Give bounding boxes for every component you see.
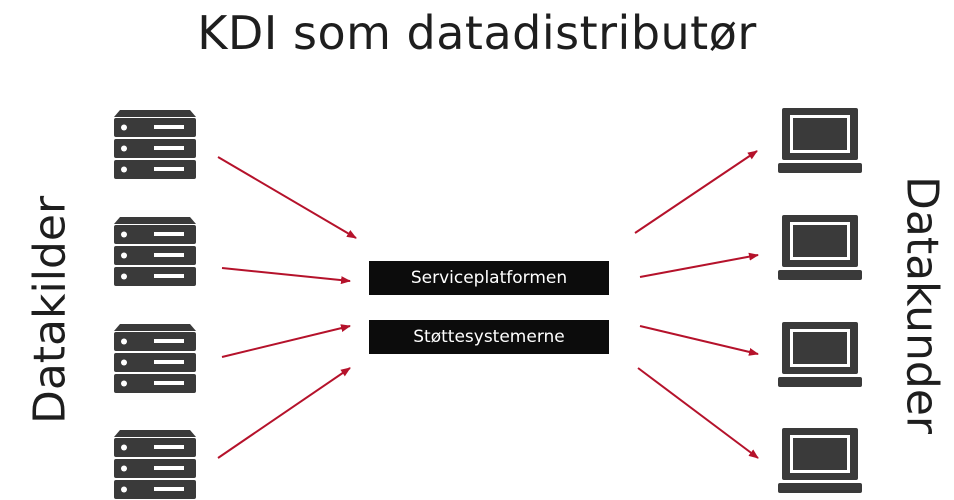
arrow-source-3 bbox=[221, 324, 351, 358]
laptop-icon bbox=[778, 428, 862, 493]
server-icon bbox=[114, 110, 196, 179]
server-icon bbox=[114, 430, 196, 499]
diagram-title: KDI som datadistributør bbox=[197, 6, 757, 60]
arrow-consumer-3 bbox=[639, 325, 759, 356]
arrow-consumer-2 bbox=[639, 252, 759, 278]
arrow-consumer-1 bbox=[634, 150, 758, 234]
arrow-source-4 bbox=[217, 367, 351, 459]
laptop-icon bbox=[778, 215, 862, 280]
arrow-source-1 bbox=[217, 156, 357, 239]
server-icon bbox=[114, 324, 196, 393]
laptop-icon bbox=[778, 108, 862, 173]
laptop-icon bbox=[778, 322, 862, 387]
server-icon bbox=[114, 217, 196, 286]
serviceplatformen-box: Serviceplatformen bbox=[369, 261, 609, 295]
arrow-consumer-4 bbox=[637, 367, 759, 459]
arrow-source-2 bbox=[221, 267, 351, 285]
stottesystemerne-box: Støttesystemerne bbox=[369, 320, 609, 354]
